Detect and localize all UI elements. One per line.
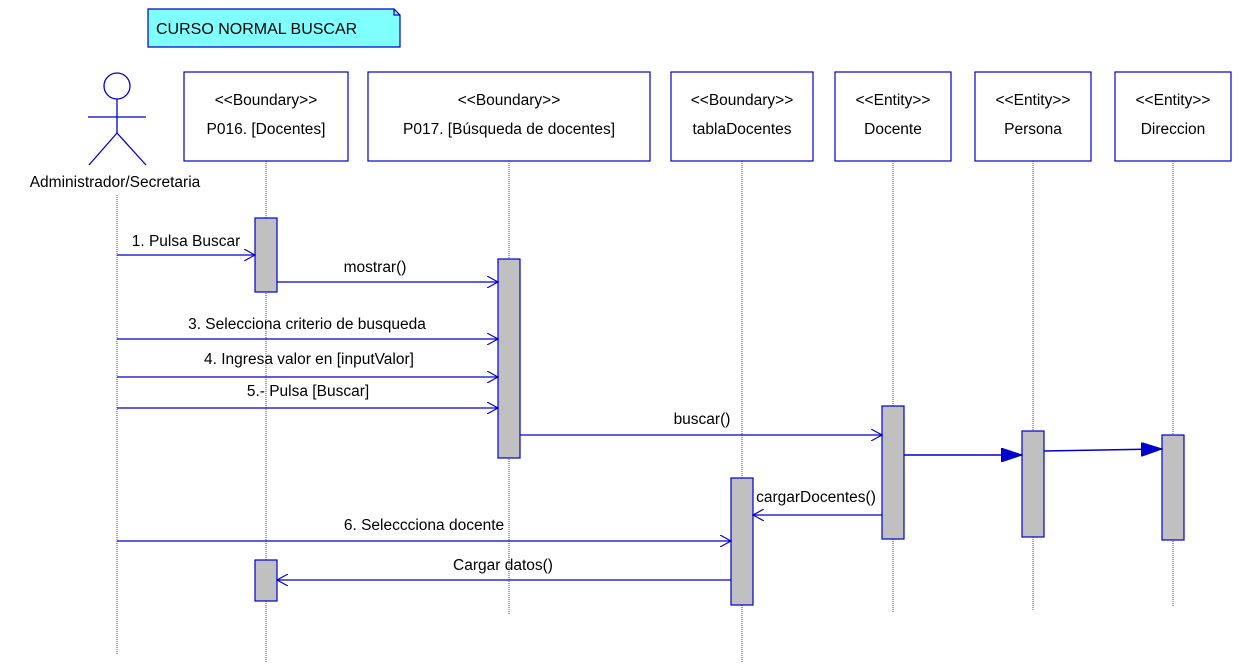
participant-box	[367, 71, 651, 162]
activation-persona	[1021, 430, 1045, 538]
participant-stereotype: <<Boundary>>	[458, 92, 561, 109]
participant-name: P016. [Docentes]	[207, 121, 326, 138]
message-3: 3. Selecciona criterio de busqueda	[117, 316, 498, 339]
participant-box	[183, 71, 349, 162]
message-label: 6. Seleccciona docente	[344, 517, 504, 534]
note: CURSO NORMAL BUSCAR	[147, 8, 401, 48]
message-label: cargarDocentes()	[756, 489, 876, 506]
message-label: 3. Selecciona criterio de busqueda	[188, 316, 426, 333]
actor-stick-figure-icon	[88, 72, 147, 166]
message-label: 4. Ingresa valor en [inputValor]	[204, 351, 414, 368]
message-label: Cargar datos()	[453, 557, 553, 574]
actor: Administrador/Secretaria	[30, 72, 201, 191]
participant-name: Direccion	[1141, 121, 1206, 138]
message-5: 5.- Pulsa [Buscar]	[117, 383, 498, 408]
message-cargardocentes: cargarDocentes()	[753, 489, 882, 515]
participant-stereotype: <<Boundary>>	[691, 92, 794, 109]
message-1: 1. Pulsa Buscar	[117, 233, 255, 255]
participant-box	[974, 71, 1092, 162]
participant-box	[834, 71, 952, 162]
message-4: 4. Ingresa valor en [inputValor]	[117, 351, 498, 377]
activation-docente	[881, 405, 905, 540]
participant-box	[1114, 71, 1232, 162]
participant-stereotype: <<Boundary>>	[215, 92, 318, 109]
participant-persona: <<Entity>> Persona	[974, 71, 1092, 162]
participant-name: P017. [Búsqueda de docentes]	[403, 121, 615, 138]
note-label: CURSO NORMAL BUSCAR	[156, 21, 357, 38]
message-label: 5.- Pulsa [Buscar]	[247, 383, 369, 400]
activation-p016-2	[254, 559, 278, 602]
participant-p017: <<Boundary>> P017. [Búsqueda de docentes…	[367, 71, 651, 162]
message-label: mostrar()	[344, 259, 407, 276]
participant-name: Persona	[1004, 121, 1062, 138]
participant-stereotype: <<Entity>>	[996, 92, 1071, 109]
participant-stereotype: <<Entity>>	[856, 92, 931, 109]
actor-label: Administrador/Secretaria	[30, 174, 201, 191]
participant-name: Docente	[864, 121, 922, 138]
participant-name: tablaDocentes	[692, 121, 791, 138]
activation-p016-1	[254, 217, 278, 293]
participant-p016: <<Boundary>> P016. [Docentes]	[183, 71, 349, 162]
participant-stereotype: <<Entity>>	[1136, 92, 1211, 109]
activation-tabladocentes	[730, 477, 754, 606]
activations	[254, 217, 1185, 606]
message-buscar: buscar()	[520, 411, 882, 435]
activation-p017	[497, 258, 521, 459]
participant-direccion: <<Entity>> Direccion	[1114, 71, 1232, 162]
participant-tabladocentes: <<Boundary>> tablaDocentes	[670, 71, 814, 162]
message-cargar-datos: Cargar datos()	[277, 557, 731, 580]
participant-box	[670, 71, 814, 162]
activation-direccion	[1161, 434, 1185, 541]
message-persona-direccion	[1043, 449, 1162, 451]
message-2: mostrar()	[277, 259, 498, 282]
participant-docente: <<Entity>> Docente	[834, 71, 952, 162]
message-label: 1. Pulsa Buscar	[132, 233, 241, 250]
message-6: 6. Seleccciona docente	[117, 517, 731, 541]
message-label: buscar()	[674, 411, 731, 428]
messages: 1. Pulsa Buscar mostrar() 3. Selecciona …	[117, 233, 1162, 580]
